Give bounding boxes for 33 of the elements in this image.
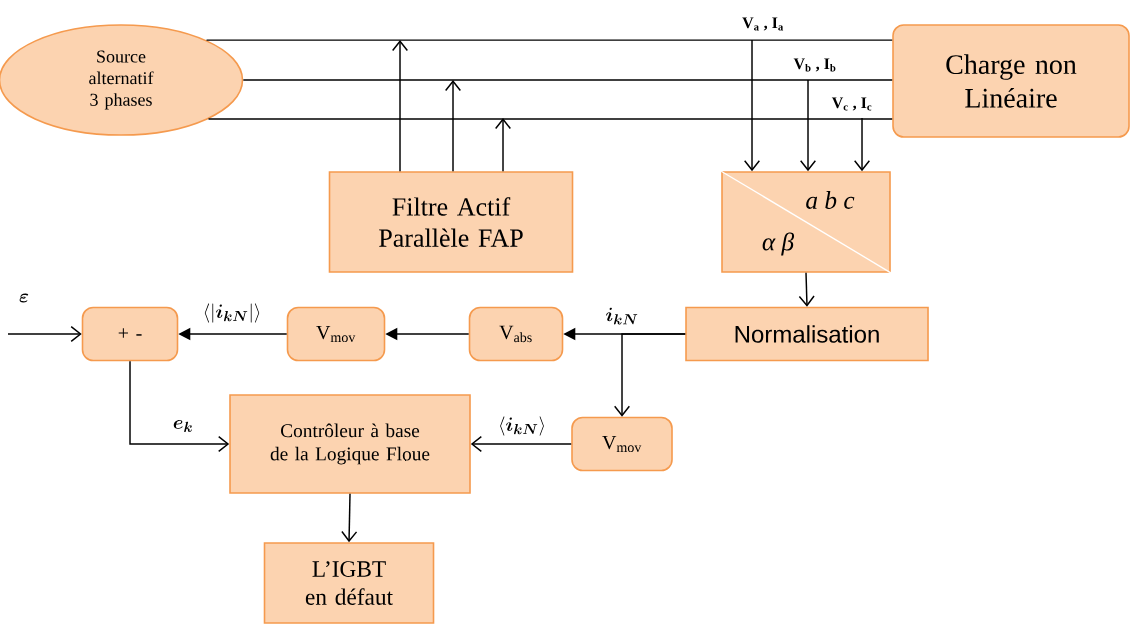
edge-label: $\langle|\boldsymbol{i_{kN}}|\rangle$ [201, 302, 263, 324]
line [205, 39, 893, 41]
edge-label: $\boldsymbol{e_{k}}$ [171, 418, 195, 434]
transform-box: a b c α β [720, 170, 892, 274]
edge-label: V$_{a}$ , I$_{a}$ [740, 16, 786, 32]
arrow [470, 435, 572, 453]
arrow [494, 118, 512, 172]
moving-average-box: V$_{mov}$ [286, 306, 386, 362]
line [242, 79, 893, 81]
arrow [444, 80, 462, 172]
line [207, 118, 893, 120]
load-box: Charge non Linéaire [892, 24, 1130, 138]
arrow [391, 40, 409, 172]
edge-label: V$_{b}$ , I$_{b}$ [792, 57, 838, 73]
arrow [613, 333, 686, 417]
arrow [341, 493, 358, 543]
edge-label: $\langle\boldsymbol{i_{kN}}\rangle$ [496, 415, 548, 437]
filter-box: Filtre Actif Parallèle FAP [328, 171, 574, 273]
edge-label: $\boldsymbol{i_{kN}}$ [604, 306, 640, 326]
summing-box: + - [81, 306, 179, 362]
arrow [799, 79, 817, 172]
edge-label: V$_{c}$ , I$_{c}$ [830, 96, 874, 112]
normalisation-box: Normalisation [685, 306, 929, 362]
controller-box: Contrôleur à base de la Logique Floue [229, 394, 471, 494]
edge-label: $\boldsymbol{\varepsilon}$ [17, 292, 31, 304]
arrow [743, 39, 761, 172]
moving-average-box: V$_{mov}$ [571, 416, 673, 472]
arrow [7, 325, 82, 343]
arrow [798, 272, 815, 307]
arrow [853, 117, 871, 172]
output-box: L’IGBT en défaut [263, 542, 435, 624]
absolute-value-box: V$_{abs}$ [468, 306, 564, 362]
arrow [129, 360, 230, 453]
